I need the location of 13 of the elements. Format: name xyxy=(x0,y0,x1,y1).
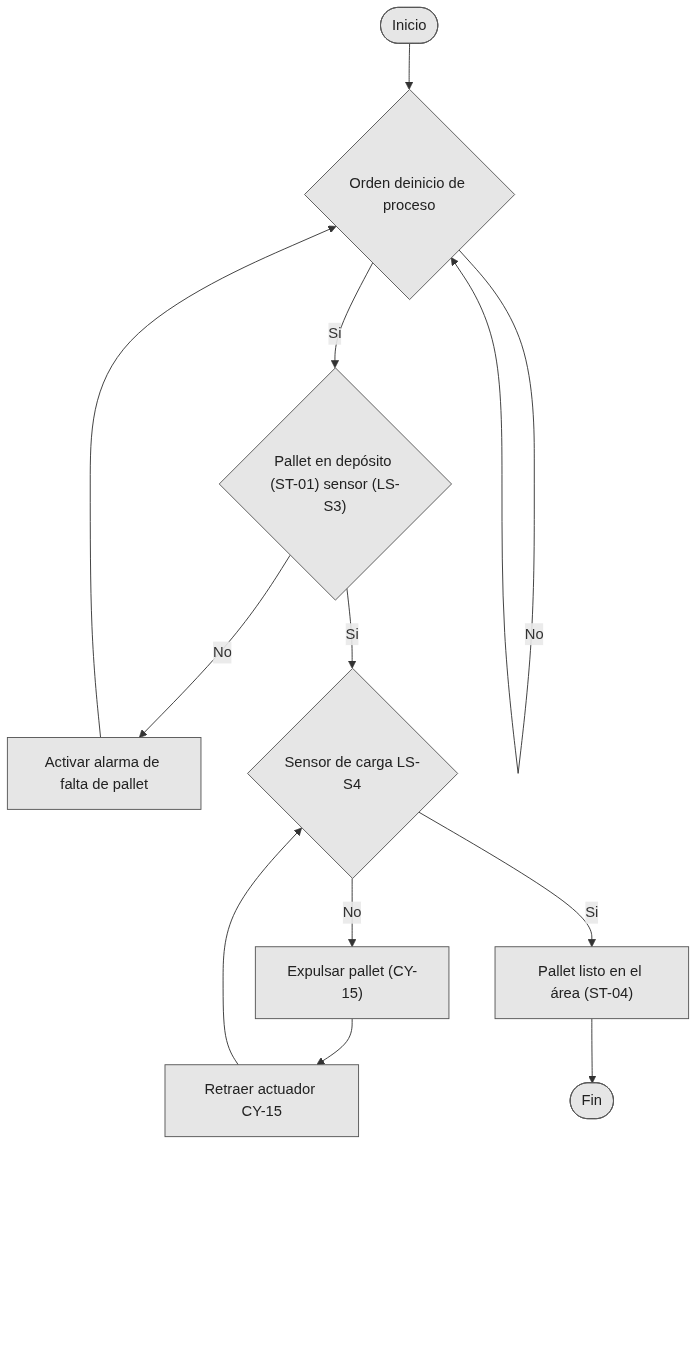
node-diamond: Orden deinicio de proceso xyxy=(304,88,516,301)
node-box: Expulsar pallet (CY-15) xyxy=(254,946,450,1020)
node-box: Retraer actuador CY-15 xyxy=(164,1064,360,1138)
edge-label: No xyxy=(213,644,232,660)
node-box: Pallet listo en el área (ST-04) xyxy=(494,946,690,1020)
node-diamond: Sensor de carga LS-S4 xyxy=(247,667,459,879)
edge-label: No xyxy=(342,904,362,921)
edge-label: Si xyxy=(585,904,599,921)
node-diamond: Pallet en depósito (ST-01) sensor (LS-S3) xyxy=(218,367,452,601)
edge-label: Si xyxy=(345,625,359,642)
edge-label: No xyxy=(524,625,544,642)
node-box: Activar alarma de falta de pallet xyxy=(6,737,202,810)
edge-label: Si xyxy=(328,325,342,342)
